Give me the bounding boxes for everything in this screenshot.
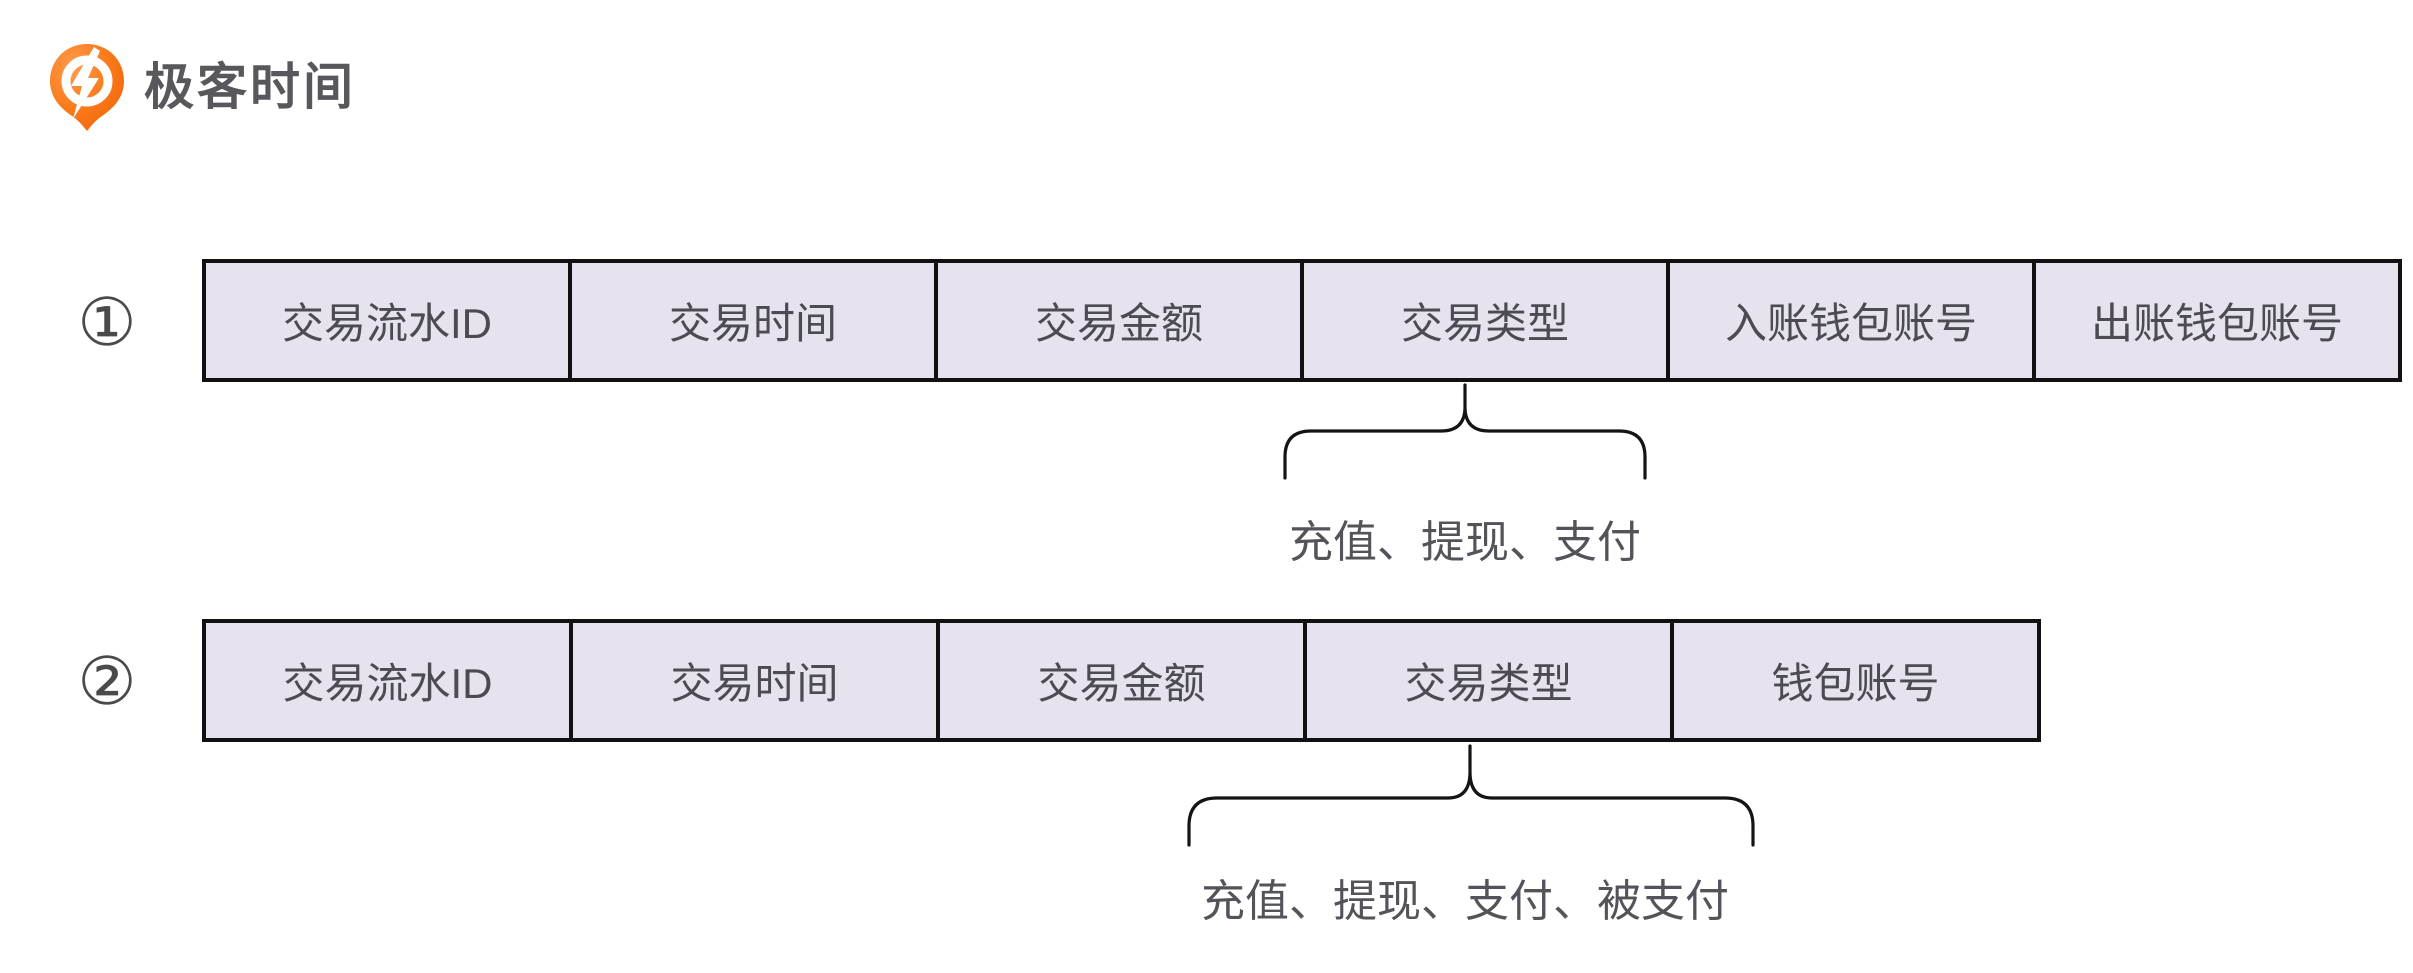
row2-index-badge: ②: [77, 644, 137, 718]
row2-cell-transaction-amount: 交易金额: [940, 623, 1307, 738]
row1-brace-label: 充值、提现、支付: [1289, 518, 1641, 567]
row1-cell-transaction-id: 交易流水ID: [206, 263, 572, 378]
row1-brace: [1283, 383, 1647, 480]
geektime-logo-text: 极客时间: [144, 59, 356, 115]
row2-cell-wallet-account: 钱包账号: [1674, 623, 2037, 738]
row2-cell-transaction-id: 交易流水ID: [206, 623, 573, 738]
row1-fields-table: 交易流水ID 交易时间 交易金额 交易类型 入账钱包账号 出账钱包账号: [202, 259, 2402, 382]
row1-cell-transaction-type: 交易类型: [1304, 263, 1670, 378]
row1-cell-transaction-time: 交易时间: [572, 263, 938, 378]
row2-brace: [1187, 744, 1755, 847]
row1-cell-debit-wallet-account: 出账钱包账号: [2036, 263, 2398, 378]
geektime-logo: 极客时间: [46, 42, 356, 132]
row2-brace-label: 充值、提现、支付、被支付: [1201, 877, 1729, 926]
row2-fields-table: 交易流水ID 交易时间 交易金额 交易类型 钱包账号: [202, 619, 2041, 742]
row1-cell-transaction-amount: 交易金额: [938, 263, 1304, 378]
geektime-logo-icon: [50, 44, 124, 131]
row2-cell-transaction-type: 交易类型: [1307, 623, 1674, 738]
row1-cell-credit-wallet-account: 入账钱包账号: [1670, 263, 2036, 378]
row1-index-badge: ①: [77, 285, 137, 359]
row2-cell-transaction-time: 交易时间: [573, 623, 940, 738]
